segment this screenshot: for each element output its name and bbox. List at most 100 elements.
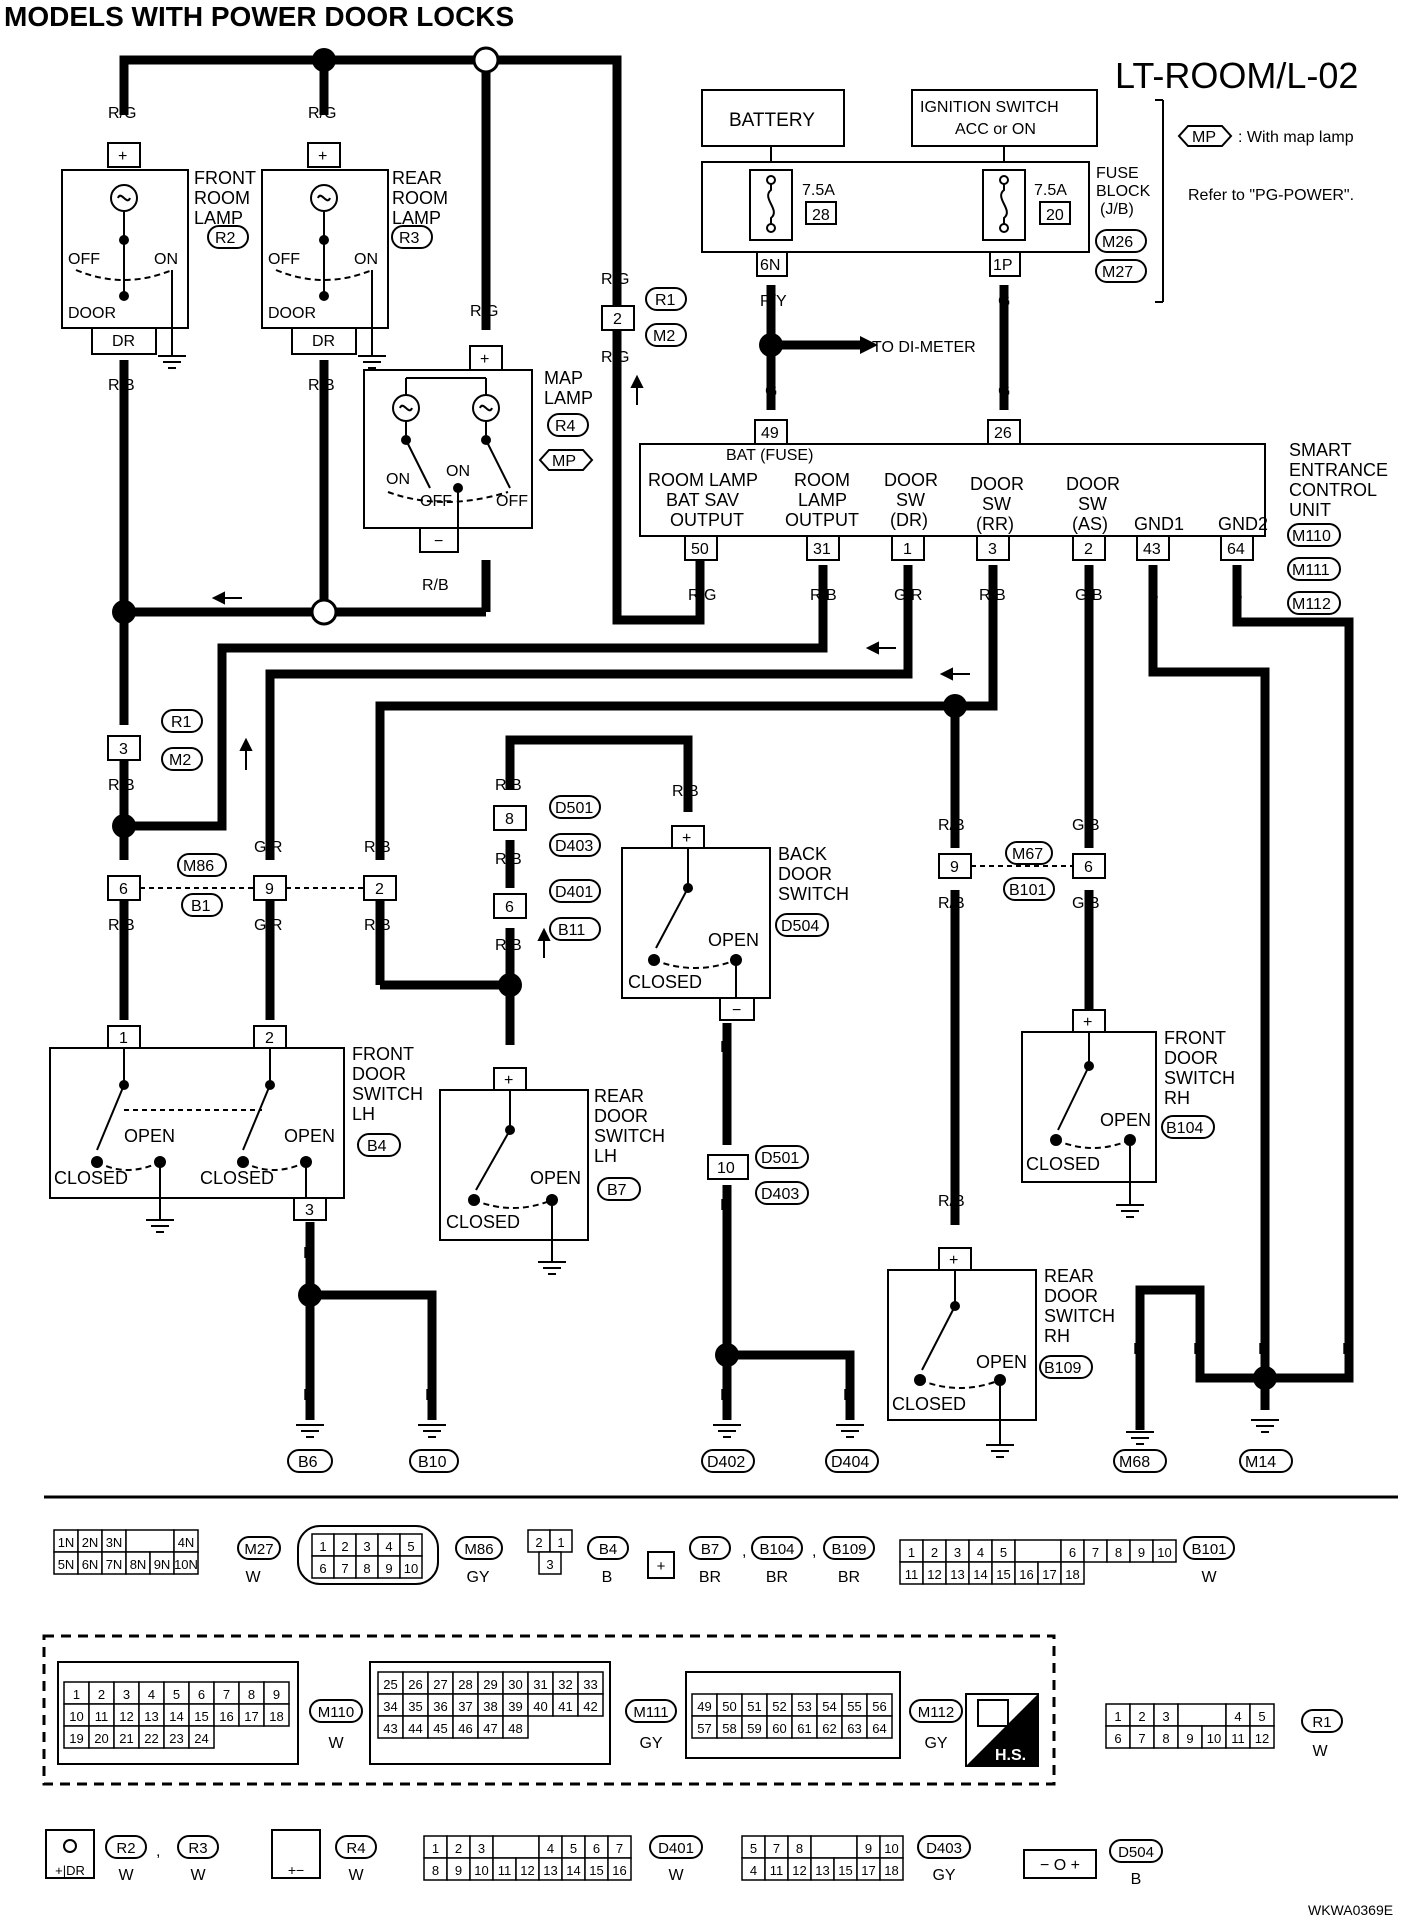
- badge-m111: M111: [1292, 562, 1330, 579]
- rdl-label-1: REAR: [594, 1086, 644, 1106]
- map-lamp-label-2: LAMP: [544, 388, 593, 408]
- junction-connectors: 2 3 6 9 2 8 6 9 6 10: [107, 305, 1106, 1180]
- connector-id-badge: [587, 1536, 629, 1560]
- connector-id-badge: [455, 1536, 503, 1560]
- fuse-20-rating: 7.5A: [1034, 182, 1067, 199]
- sep: ,: [156, 1843, 160, 1860]
- terminal-50: 50: [691, 541, 709, 558]
- smart-entrance-control-unit: BAT (FUSE) ROOM LAMP BAT SAV OUTPUT ROOM…: [639, 440, 1388, 537]
- seu-label-1: SMART: [1289, 440, 1352, 460]
- pin-label: 1: [432, 1841, 439, 1856]
- rdl-plus-terminal: +: [504, 1072, 513, 1089]
- rdl-open: OPEN: [530, 1168, 581, 1188]
- wl-rb-2: R/B: [308, 377, 335, 394]
- pin-label: 43: [383, 1721, 397, 1736]
- wire-color-labels: R/G R/G R/G R/G R/G R/B R/B R/B R/G R/B …: [108, 105, 1353, 1404]
- badge-r3: R3: [399, 230, 420, 247]
- pin-label: 10N: [174, 1557, 198, 1572]
- connector-id-text: D403: [926, 1840, 962, 1857]
- pin-label: 3: [363, 1539, 370, 1554]
- pin-label: 44: [408, 1721, 422, 1736]
- pin-label: 1: [1114, 1709, 1121, 1724]
- pin-label: 51: [747, 1699, 761, 1714]
- wl-rg-5: R/G: [601, 349, 629, 366]
- pin-label: 39: [508, 1699, 522, 1714]
- seu-gnd1-label: GND1: [1134, 514, 1184, 534]
- badge-mp: MP: [552, 453, 576, 470]
- pin-label: 6: [319, 1561, 326, 1576]
- fuse-28-rating: 7.5A: [802, 182, 835, 199]
- pin-label: 40: [533, 1699, 547, 1714]
- wl-rb-14: R/B: [938, 817, 965, 834]
- wl-b-1: B: [1148, 587, 1159, 604]
- wl-gr-1: G/R: [894, 587, 922, 604]
- badge-b7: B7: [607, 1182, 627, 1199]
- badge-r1-top: R1: [655, 292, 676, 309]
- connector-id-badge: [1301, 1709, 1343, 1733]
- refer-text: Refer to "PG-POWER".: [1188, 187, 1354, 204]
- map-lamp-plus-terminal: +: [480, 351, 489, 368]
- pin-label: 2: [1138, 1709, 1145, 1724]
- legend: MP : With map lamp Refer to "PG-POWER".: [1177, 125, 1354, 204]
- pin-label: 1N: [58, 1535, 75, 1550]
- wl-rb-9: R/B: [364, 917, 391, 934]
- front-door-switch-lh: OPEN OPEN CLOSED CLOSED FRONT DOOR SWITC…: [49, 1044, 423, 1233]
- fuse-block-terminal-1p: 1P: [993, 257, 1013, 274]
- pin-label: 5: [173, 1687, 180, 1702]
- seu-bat-fuse-label: BAT (FUSE): [726, 447, 813, 464]
- wl-rb-8: R/B: [364, 839, 391, 856]
- pin-label: 6: [593, 1841, 600, 1856]
- fuse-block: 7.5A 28 7.5A 20 6N 1P FUSE BLOCK (J/B): [701, 99, 1164, 303]
- connector-color: W: [190, 1867, 206, 1884]
- pin-label: 50: [722, 1699, 736, 1714]
- pin-label: 30: [508, 1677, 522, 1692]
- pin-label: 15: [194, 1709, 208, 1724]
- seu-label-4: UNIT: [1289, 500, 1331, 520]
- wire-label-g-49: G: [765, 383, 777, 400]
- pin-cell: [173, 1551, 199, 1575]
- pin-label: 7: [616, 1841, 623, 1856]
- rdr-plus-terminal: +: [949, 1252, 958, 1269]
- seu-output-label: OUTPUT: [670, 510, 744, 530]
- terminal-49: 49: [761, 425, 779, 442]
- rdl-label-3: SWITCH: [594, 1126, 665, 1146]
- pin-label: 1: [319, 1539, 326, 1554]
- terminal-26: 26: [994, 425, 1012, 442]
- badge-b4: B4: [367, 1138, 387, 1155]
- wl-rb-16: R/B: [938, 1193, 965, 1210]
- pin-label: 12: [792, 1863, 806, 1878]
- pin-cell: [1152, 1539, 1177, 1563]
- pin-label: 8: [363, 1561, 370, 1576]
- wl-b-6: B: [303, 1387, 314, 1404]
- badge-b101: B101: [1009, 882, 1046, 899]
- terminal-1: 1: [903, 541, 912, 558]
- wl-b-7: B: [425, 1387, 436, 1404]
- pin-label: 6: [1069, 1545, 1076, 1560]
- d504-pins-label: − O +: [1040, 1857, 1080, 1874]
- connector-badges: R2 R3 R4 MP R1 M2 M26 M27 M110 M111 M112…: [161, 225, 1341, 1473]
- pin-cell: [492, 1835, 540, 1859]
- wl-rb-3: R/B: [422, 577, 449, 594]
- pin-label: 5: [407, 1539, 414, 1554]
- unit-terminals: 49 26 50 31 1 3 2 43 64: [684, 419, 1254, 561]
- map-lamp-on-label-1: ON: [386, 471, 410, 488]
- front-room-lamp: OFF ON DOOR DR + FRONT ROOM LAMP: [61, 142, 256, 369]
- connector-id-text: R4: [346, 1840, 365, 1857]
- connector-id-text: M110: [318, 1704, 354, 1721]
- junction-m86-b1-pin-2: 2: [375, 881, 384, 898]
- badge-m14: M14: [1245, 1454, 1276, 1471]
- fdl-label-2: DOOR: [352, 1064, 406, 1084]
- legend-text: : With map lamp: [1238, 129, 1354, 146]
- pin-label: 34: [383, 1699, 397, 1714]
- battery-label: BATTERY: [729, 110, 815, 131]
- pin-label: 9: [273, 1687, 280, 1702]
- badge-b104: B104: [1166, 1120, 1203, 1137]
- bds-closed: CLOSED: [628, 972, 702, 992]
- flow-arrows: [211, 374, 970, 958]
- badge-m2-top: M2: [653, 328, 675, 345]
- map-lamp-minus-terminal: −: [434, 533, 443, 550]
- pin-label: 10: [404, 1561, 418, 1576]
- junction-m86-b1-pin-9: 9: [265, 881, 274, 898]
- front-room-lamp-label-2: ROOM: [194, 188, 250, 208]
- pin-label: 5N: [58, 1557, 75, 1572]
